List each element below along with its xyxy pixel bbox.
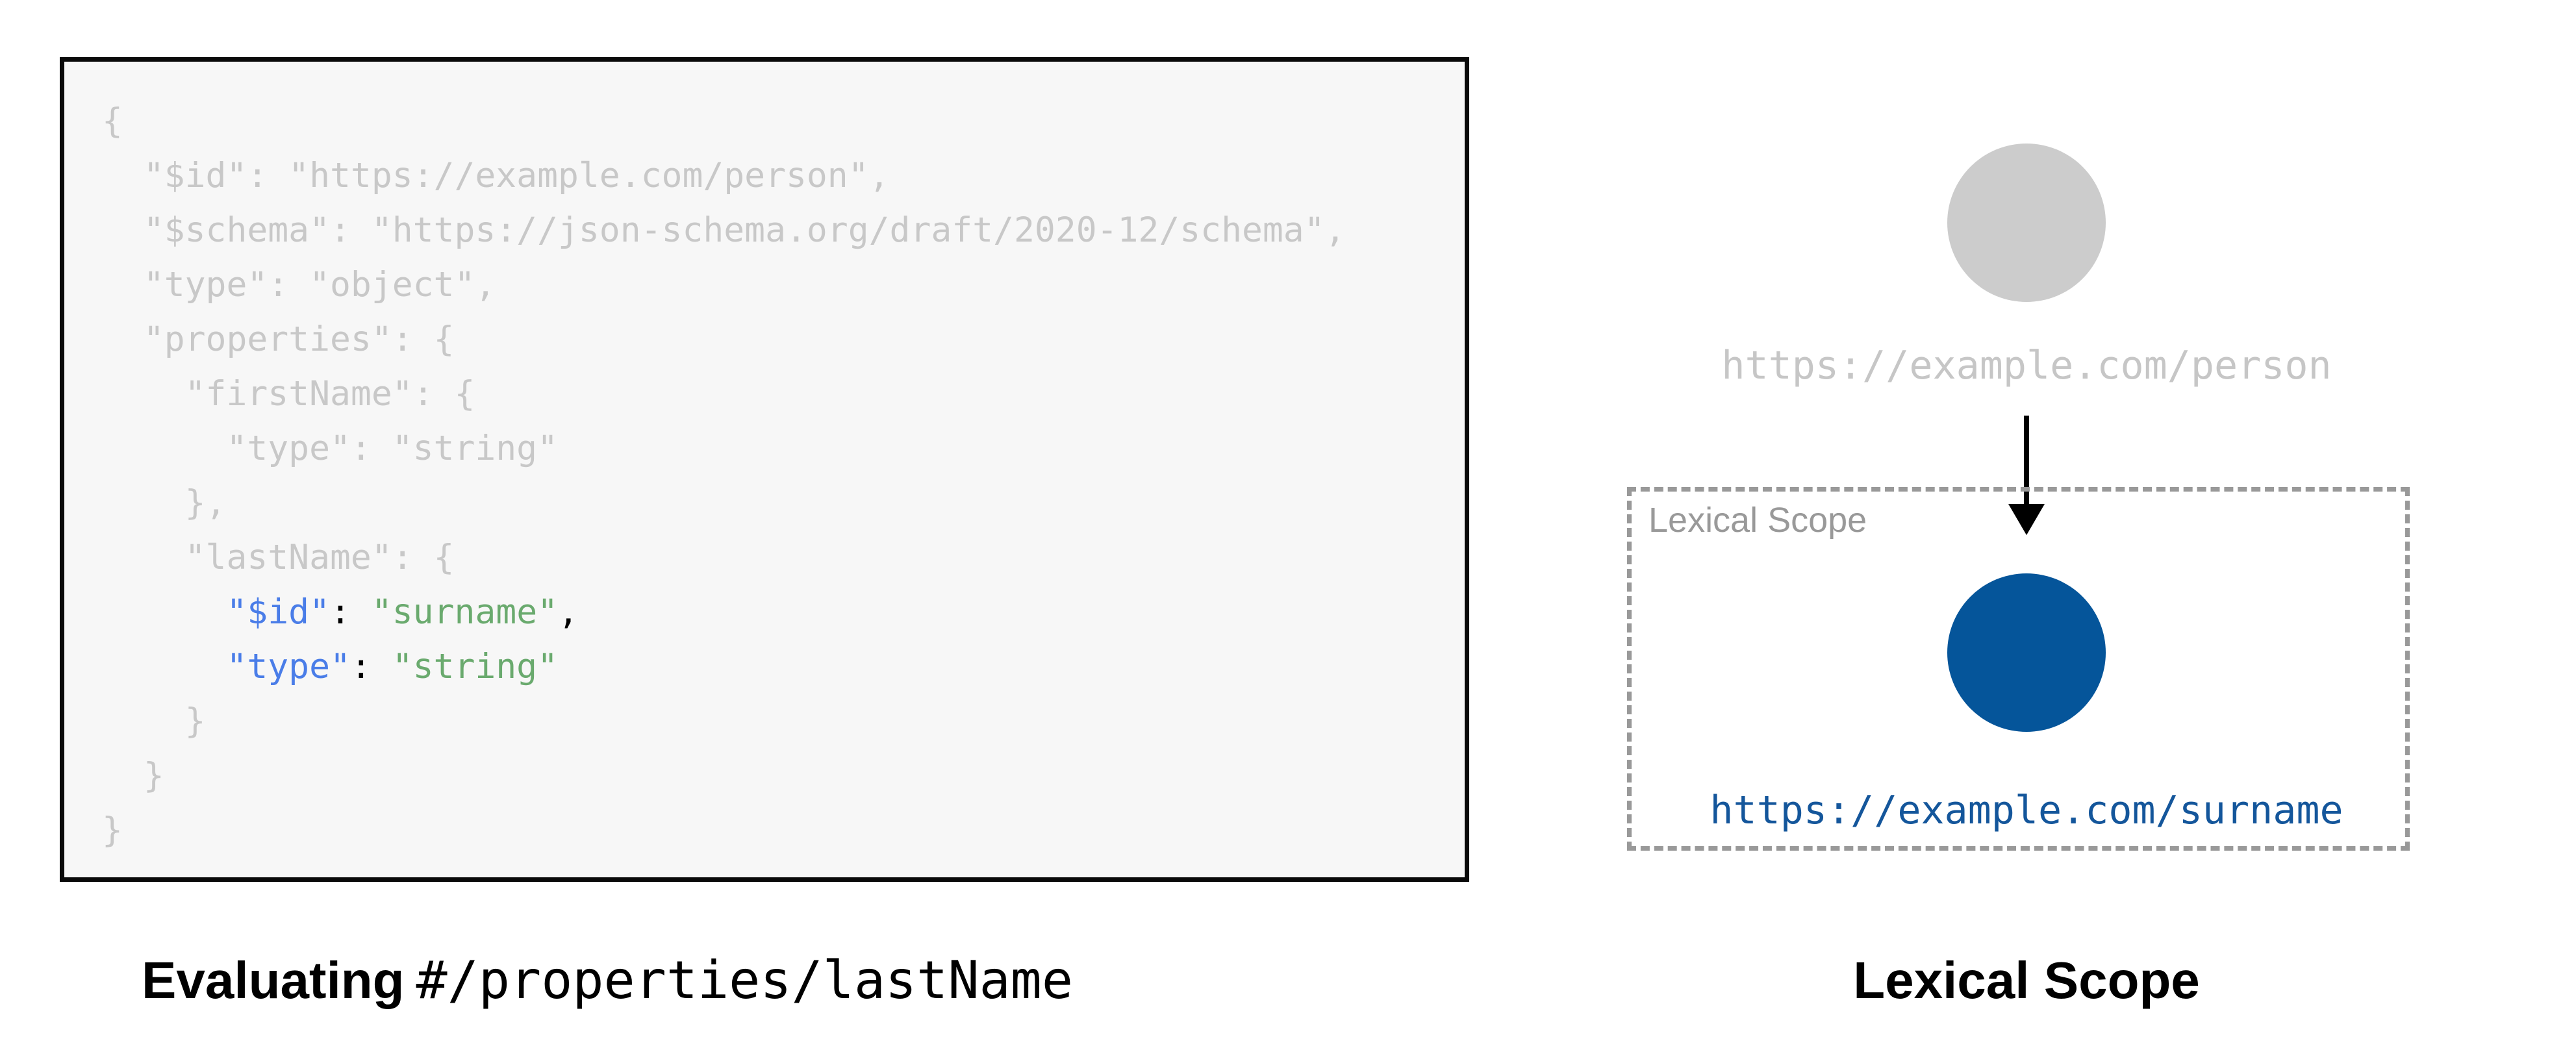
json-schema-code-box: { "$id": "https://example.com/person", "… <box>60 57 1469 882</box>
code-line: "lastName": { <box>102 538 455 577</box>
left-caption-evaluating: Evaluating <box>142 951 405 1009</box>
code-line: "firstName": { <box>102 374 475 414</box>
child-schema-circle <box>1947 573 2106 732</box>
lexical-scope-box-label: Lexical Scope <box>1648 501 1867 540</box>
parent-uri-label: https://example.com/person <box>1721 343 2332 388</box>
code-line: "type": "string" <box>102 429 558 468</box>
down-arrow-head-icon <box>2008 504 2045 535</box>
parent-schema-circle <box>1947 144 2106 302</box>
down-arrow-line <box>2024 416 2029 507</box>
code-line: "$id": "https://example.com/person", <box>102 156 890 195</box>
left-caption: Evaluating#/properties/lastName <box>142 945 1073 1016</box>
child-uri-label: https://example.com/surname <box>1710 788 2343 833</box>
code-line: { <box>102 101 123 141</box>
code-line: } <box>102 810 123 850</box>
code-line: "$schema": "https://json-schema.org/draf… <box>102 210 1346 250</box>
code-line: "$id": "surname", <box>226 592 579 632</box>
right-caption: Lexical Scope <box>1853 951 2200 1009</box>
json-code: { "$id": "https://example.com/person", "… <box>102 94 1427 858</box>
left-caption-json-pointer: #/properties/lastName <box>416 950 1073 1010</box>
lexical-scope-dashed-box <box>1627 487 2410 851</box>
code-line: } <box>102 756 164 795</box>
code-line: "type": "object", <box>102 265 496 305</box>
code-line: } <box>102 701 206 741</box>
code-line: "properties": { <box>102 319 455 359</box>
code-line: }, <box>102 483 227 523</box>
code-line: "type": "string" <box>226 647 559 686</box>
